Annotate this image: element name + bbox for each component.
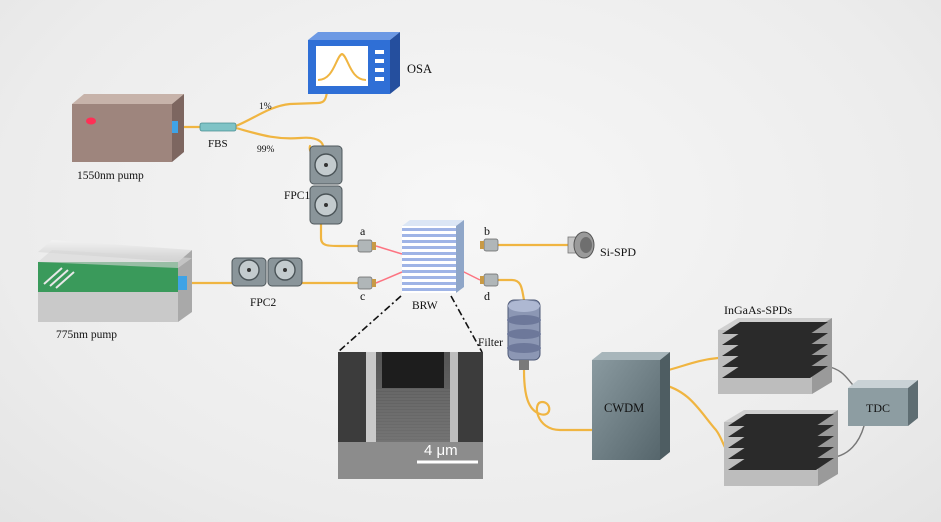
lens-b[interactable] <box>480 238 499 252</box>
sem-image-inset: 4 μm <box>338 352 483 479</box>
cwdm-module[interactable] <box>592 352 670 460</box>
si-spd-detector[interactable] <box>567 231 595 259</box>
fiber-fpc1-to-a <box>319 220 360 248</box>
pump-1550-connector <box>172 121 178 133</box>
fiber-cwdm-to-spd2 <box>658 382 730 454</box>
optical-spectrum-analyzer[interactable] <box>308 32 400 94</box>
bragg-layer <box>402 270 456 273</box>
osa-spectrum-curve <box>317 52 367 81</box>
bragg-layer <box>402 282 456 285</box>
port-a-label: a <box>360 224 366 238</box>
vent-slot-1 <box>43 267 63 285</box>
bragg-layer <box>402 264 456 267</box>
bandpass-filter[interactable] <box>507 299 541 370</box>
osa-screen <box>316 46 368 86</box>
pump-775-green-stripe <box>38 262 178 292</box>
bragg-layer <box>402 288 456 291</box>
port-d-label: d <box>484 289 490 303</box>
fiber-beam-splitter[interactable] <box>199 122 237 132</box>
port-b-label: b <box>484 224 490 238</box>
fpc2-controller[interactable] <box>231 257 303 287</box>
bragg-layer <box>402 246 456 249</box>
osa-button-3 <box>375 68 384 72</box>
ingaas-spds-label: InGaAs-SPDs <box>724 303 792 317</box>
ingaas-spd-unit-2[interactable] <box>724 410 838 486</box>
port-c-label: c <box>360 289 365 303</box>
brw-chip[interactable] <box>402 220 464 293</box>
sem-trench-left <box>338 352 366 442</box>
vent-slot-2 <box>49 269 69 287</box>
fiber-fbs-to-osa <box>234 90 329 128</box>
osa-button-1 <box>375 50 384 54</box>
sem-ridge-top <box>382 352 444 388</box>
tdc-label: TDC <box>866 401 890 415</box>
sem-scale-label: 4 μm <box>424 442 458 459</box>
bragg-layer <box>402 240 456 243</box>
sem-trench-right <box>458 352 483 442</box>
fbs-label: FBS <box>208 138 228 150</box>
split-1-percent-label: 1% <box>259 102 272 112</box>
tdc-module[interactable] <box>848 380 918 426</box>
fpc1-controller[interactable] <box>309 145 343 225</box>
osa-button-4 <box>375 77 384 81</box>
lens-a[interactable] <box>357 239 403 255</box>
pump-775-label: 775nm pump <box>56 329 117 341</box>
fpc1-label: FPC1 <box>284 190 310 202</box>
spd2-channels <box>728 414 834 470</box>
vent-slot-3 <box>55 271 75 289</box>
fiber-filter-to-cwdm <box>522 368 594 432</box>
filter-label: Filter <box>478 337 503 349</box>
si-spd-label: Si-SPD <box>600 245 636 259</box>
bragg-layer <box>402 252 456 255</box>
brw-label: BRW <box>412 300 438 312</box>
ingaas-spd-unit-1[interactable] <box>718 318 832 394</box>
osa-button-2 <box>375 59 384 63</box>
spd1-channels <box>722 322 828 378</box>
pump-1550[interactable] <box>72 94 184 162</box>
fiber-d-to-filter <box>496 278 526 302</box>
split-99-percent-label: 99% <box>257 145 275 155</box>
fpc2-label: FPC2 <box>250 297 276 309</box>
pump-1550-label: 1550nm pump <box>77 170 144 182</box>
pump-775-connector <box>178 276 187 290</box>
cwdm-label: CWDM <box>604 401 644 415</box>
bragg-layer <box>402 234 456 237</box>
brw-bragg-layers <box>402 228 456 291</box>
bragg-layer <box>402 258 456 261</box>
zoom-line-right <box>450 295 483 353</box>
bragg-layer <box>402 276 456 279</box>
bragg-layer <box>402 228 456 231</box>
pump-775[interactable] <box>38 240 192 322</box>
osa-label: OSA <box>407 62 432 76</box>
laser-indicator-dot <box>86 117 96 125</box>
sem-wall-left <box>366 352 376 442</box>
sem-wall-right <box>450 352 458 442</box>
lens-c[interactable] <box>357 271 403 290</box>
zoom-line-left <box>337 295 402 353</box>
